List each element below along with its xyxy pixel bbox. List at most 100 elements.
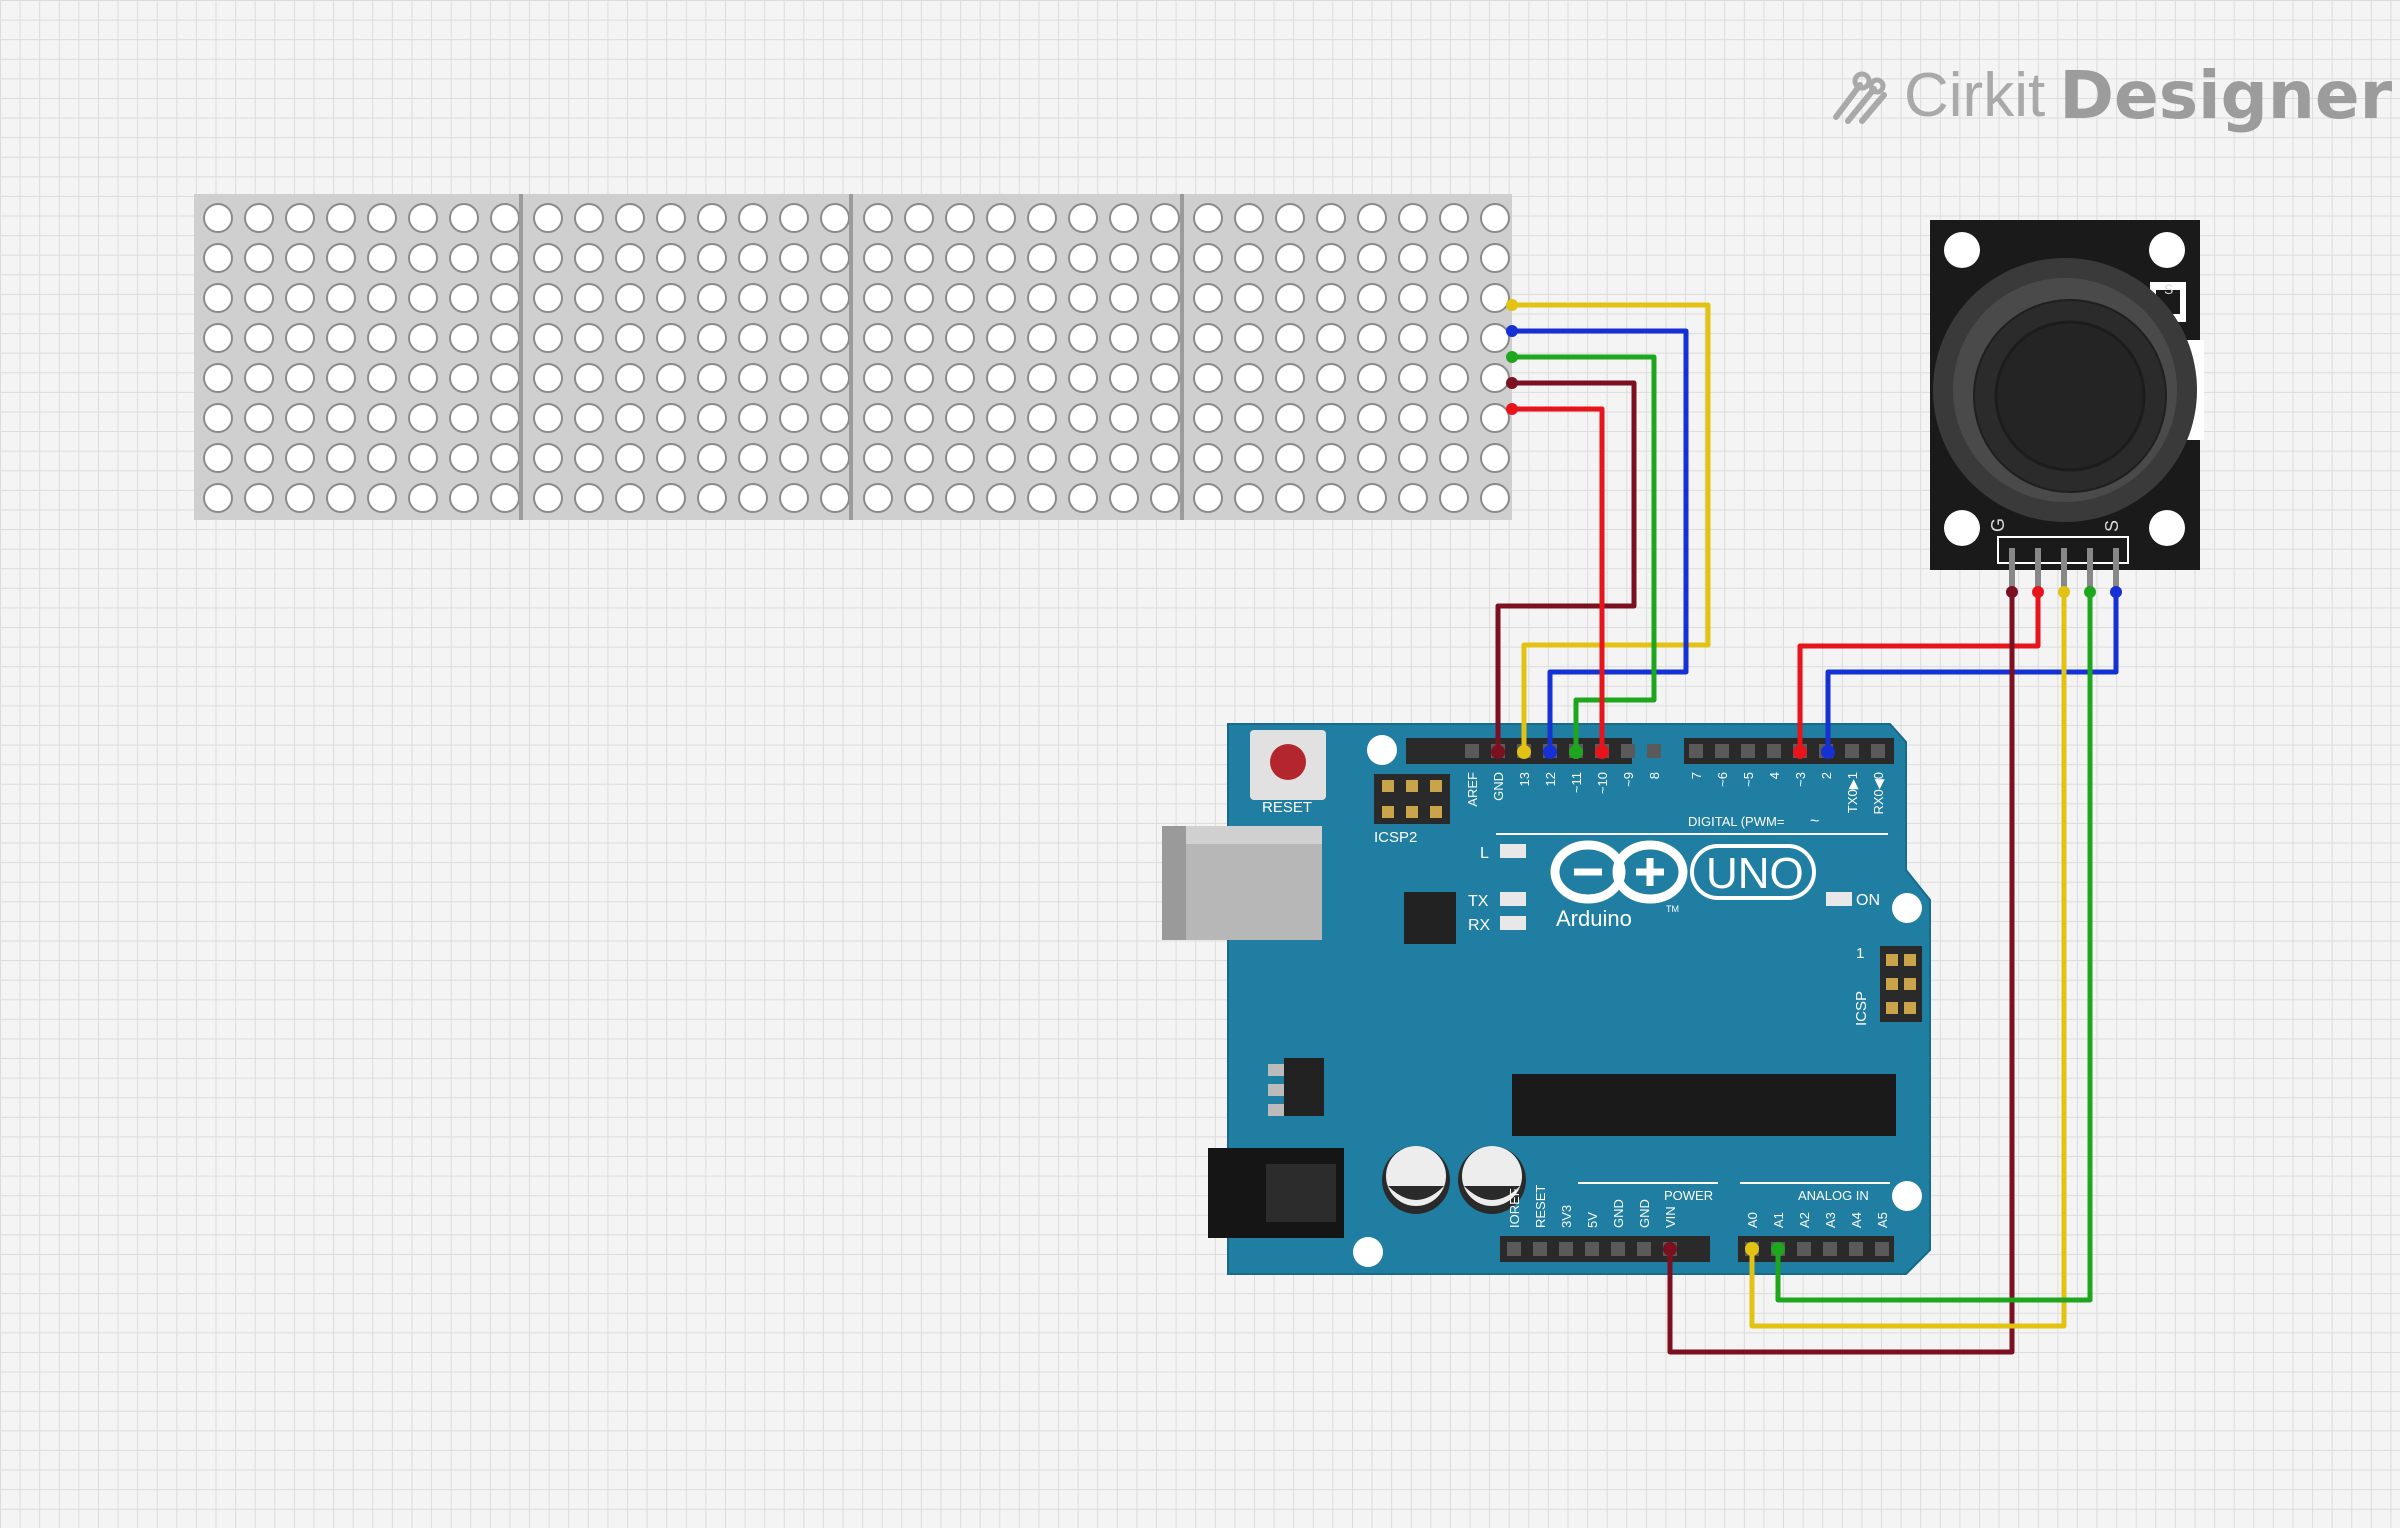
led-dot [1109, 243, 1139, 273]
led-dot [574, 483, 604, 513]
led-dot [697, 243, 727, 273]
led-dot [1480, 483, 1510, 513]
led-dot [904, 283, 934, 313]
led-dot [1316, 243, 1346, 273]
led-dot [1480, 403, 1510, 433]
led-dot [533, 283, 563, 313]
led-dot [863, 403, 893, 433]
led-dot [1357, 323, 1387, 353]
header-pin[interactable] [1715, 744, 1729, 758]
pin-label: ~5 [1741, 772, 1756, 787]
header-pin[interactable] [1767, 744, 1781, 758]
led-dot [490, 203, 520, 233]
led-dot [449, 403, 479, 433]
led-dot [574, 403, 604, 433]
led-dot [1109, 323, 1139, 353]
cirkit-logo-icon [1833, 71, 1887, 124]
pin-label: AREF [1465, 772, 1480, 807]
led-dot [986, 323, 1016, 353]
led-dot [533, 243, 563, 273]
led-dot [1193, 483, 1223, 513]
header-pin[interactable] [1849, 1242, 1863, 1256]
led-dot [1027, 363, 1057, 393]
led-matrix-dots [203, 203, 1510, 513]
led-dot [1109, 363, 1139, 393]
led-dot [449, 323, 479, 353]
led-dot [326, 203, 356, 233]
header-pin[interactable] [1559, 1242, 1573, 1256]
led-dot [1480, 243, 1510, 273]
led-dot [1357, 203, 1387, 233]
led-dot [1234, 323, 1264, 353]
pin-label: IOREF [1507, 1188, 1522, 1228]
joystick-module[interactable]: S G S [1930, 220, 2204, 592]
analog-in-label: ANALOG IN [1798, 1188, 1869, 1203]
arduino-infinity-logo [1550, 840, 1688, 904]
led-on-label: ON [1856, 892, 1880, 909]
header-pin[interactable] [1845, 744, 1859, 758]
power-header [1500, 1236, 1710, 1262]
led-dot [1027, 203, 1057, 233]
header-pin[interactable] [1465, 744, 1479, 758]
header-pin[interactable] [1507, 1242, 1521, 1256]
led-dot [697, 443, 727, 473]
led-dot [945, 283, 975, 313]
led-dot [904, 403, 934, 433]
cirkit-designer-brand: Cirkit Designer [1830, 50, 2392, 140]
led-dot [1316, 203, 1346, 233]
arduino-uno-board[interactable]: RESET ICSP2 1 ICSP [1162, 723, 1931, 1275]
pin-label: ~9 [1621, 772, 1636, 787]
led-dot [1068, 483, 1098, 513]
header-pin[interactable] [1797, 1242, 1811, 1256]
led-dot [779, 483, 809, 513]
led-dot [326, 363, 356, 393]
led-dot [367, 363, 397, 393]
led-dot [1398, 283, 1428, 313]
header-pin[interactable] [1637, 1242, 1651, 1256]
wires[interactable] [1495, 302, 2119, 1355]
led-dot [1027, 323, 1057, 353]
capacitor [1382, 1146, 1450, 1214]
led-dot [738, 483, 768, 513]
led-dot [615, 203, 645, 233]
led-dot [1439, 283, 1469, 313]
led-dot [244, 443, 274, 473]
led-dot [656, 203, 686, 233]
header-pin[interactable] [1871, 744, 1885, 758]
header-pin[interactable] [1585, 1242, 1599, 1256]
led-dot [326, 443, 356, 473]
led-dot [738, 323, 768, 353]
mount-hole [2149, 510, 2185, 546]
led-dot [820, 483, 850, 513]
led-dot [656, 283, 686, 313]
led-dot [945, 243, 975, 273]
digital-label: DIGITAL (PWM= [1688, 814, 1784, 829]
led-dot [738, 283, 768, 313]
led-dot [656, 403, 686, 433]
header-pin[interactable] [1647, 744, 1661, 758]
led-dot [1398, 483, 1428, 513]
header-pin[interactable] [1875, 1242, 1889, 1256]
header-pin[interactable] [1621, 744, 1635, 758]
uno-model-text: UNO [1706, 849, 1804, 898]
header-pin[interactable] [1533, 1242, 1547, 1256]
header-pin[interactable] [1823, 1242, 1837, 1256]
led-dot [1234, 443, 1264, 473]
led-dot [1357, 283, 1387, 313]
led-dot [285, 363, 315, 393]
led-on [1826, 892, 1852, 906]
led-matrix-module[interactable] [194, 194, 1512, 520]
led-dot [1275, 243, 1305, 273]
header-pin[interactable] [1611, 1242, 1625, 1256]
led-dot [945, 443, 975, 473]
reset-label: RESET [1262, 799, 1312, 816]
reset-button[interactable] [1270, 744, 1306, 780]
led-dot [490, 483, 520, 513]
led-dot [904, 443, 934, 473]
header-pin[interactable] [1689, 744, 1703, 758]
led-dot [945, 363, 975, 393]
header-pin[interactable] [1741, 744, 1755, 758]
led-dot [367, 283, 397, 313]
led-dot [1275, 203, 1305, 233]
